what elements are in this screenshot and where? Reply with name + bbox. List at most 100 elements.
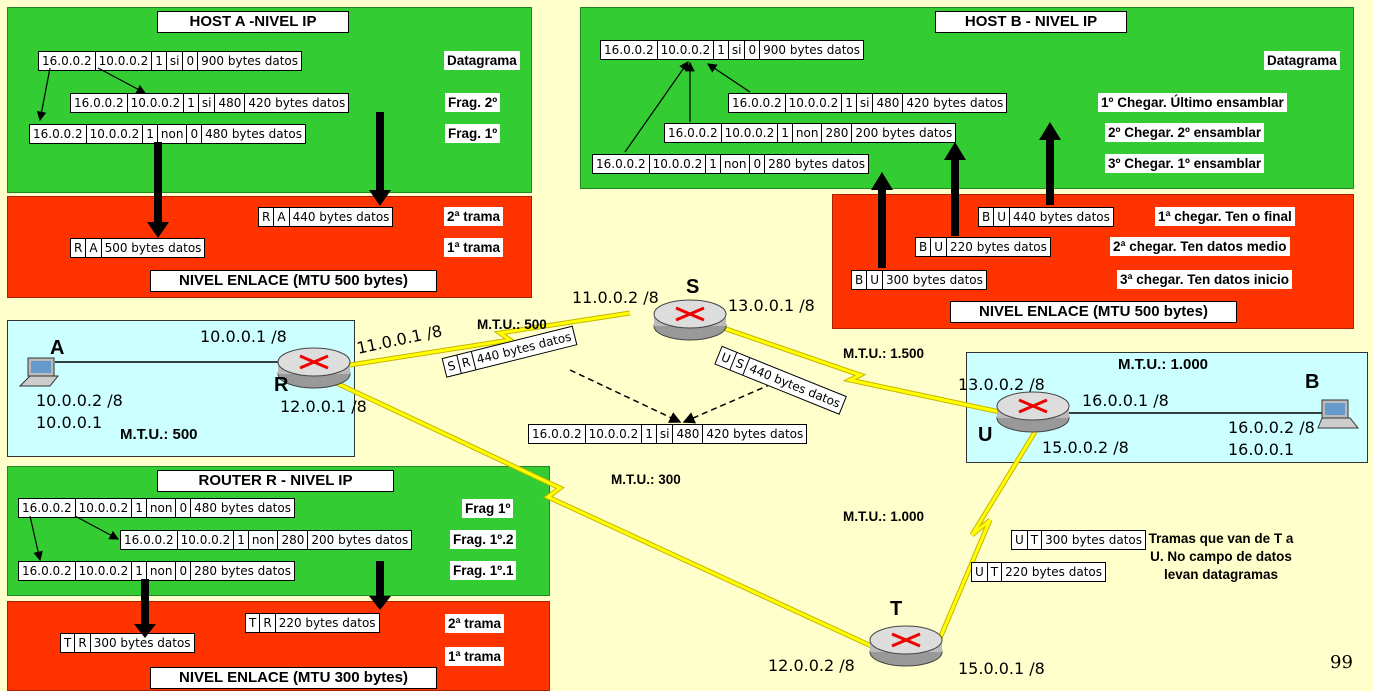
field: B	[982, 210, 991, 224]
field: 16.0.0.2	[732, 96, 782, 110]
field: 300 bytes datos	[882, 271, 986, 289]
host-a-label-frame2: 2ª trama	[444, 207, 504, 226]
field: 0	[175, 562, 190, 580]
field: 1	[841, 94, 856, 112]
host-a-label-frag2: Frag. 2º	[445, 93, 501, 112]
host-a-title: HOST A -NIVEL IP	[157, 11, 349, 33]
field: 280	[277, 531, 307, 549]
field: 16.0.0.2	[33, 127, 83, 141]
field: B	[855, 273, 864, 287]
router-r-label-frag12: Frag. 1º.2	[450, 530, 517, 549]
field: non	[156, 125, 187, 143]
host-b-label-1: 1º Chegar. Último ensamblar	[1098, 93, 1287, 112]
field: 10.0.0.2	[720, 124, 778, 142]
field: 10.0.0.2	[94, 52, 152, 70]
ip-u-lan: 16.0.0.1 /8	[1082, 391, 1169, 410]
field: U	[930, 238, 946, 256]
ip-u-down: 15.0.0.2 /8	[1042, 438, 1129, 457]
laptop-a-icon	[18, 357, 60, 387]
mtu-net-a: M.T.U.: 500	[120, 426, 198, 443]
field: 10.0.0.2	[656, 41, 714, 59]
field: 480	[672, 425, 702, 443]
field: R	[262, 210, 271, 224]
field: 16.0.0.2	[124, 533, 174, 547]
field: 200 bytes datos	[307, 531, 411, 549]
field: 280	[821, 124, 851, 142]
field: 10.0.0.2	[784, 94, 842, 112]
field: non	[719, 155, 750, 173]
field: 220 bytes datos	[946, 238, 1050, 256]
field: si	[165, 52, 183, 70]
field: 220 bytes datos	[1001, 563, 1105, 581]
router-s-icon	[653, 299, 727, 341]
field: 480 bytes datos	[190, 499, 294, 517]
field: 500 bytes datos	[100, 239, 205, 257]
field: 420 bytes datos	[244, 94, 348, 112]
mtu-s-u: M.T.U.: 1.500	[843, 346, 925, 361]
router-r-link-title: NIVEL ENLACE (MTU 300 bytes)	[150, 667, 437, 689]
field: si	[855, 94, 873, 112]
ip-s-right: 13.0.0.1 /8	[728, 296, 815, 315]
field: 10.0.0.2	[74, 562, 132, 580]
ip-r-down: 12.0.0.1 /8	[280, 397, 367, 416]
field: 220 bytes datos	[274, 614, 379, 632]
field: A	[85, 239, 100, 257]
ip-u-left: 13.0.0.2 /8	[958, 375, 1045, 394]
field: 10.0.0.2	[74, 499, 132, 517]
field: T	[1026, 531, 1041, 549]
host-b-link-title: NIVEL ENLACE (MTU 500 bytes)	[950, 301, 1237, 323]
field: 0	[749, 155, 764, 173]
mtu-r-t: M.T.U.: 300	[611, 472, 681, 487]
router-r-title: ROUTER R - NIVEL IP	[157, 470, 394, 492]
field: si	[197, 94, 215, 112]
field: T	[986, 563, 1001, 581]
field: 16.0.0.2	[22, 501, 72, 515]
field: 440 bytes datos	[1009, 208, 1113, 226]
field: 1	[131, 562, 146, 580]
field: 10.0.0.2	[584, 425, 642, 443]
field: A	[273, 208, 288, 226]
field: B	[919, 240, 928, 254]
router-r-arrow-1	[29, 515, 43, 562]
field: 280 bytes datos	[190, 562, 294, 580]
host-a-label: A	[50, 337, 65, 359]
field: non	[145, 562, 176, 580]
host-b-label-2: 2º Chegar. 2º ensamblar	[1105, 123, 1265, 142]
field: U	[993, 208, 1009, 226]
field: 440 bytes datos	[288, 208, 393, 226]
field: 420 bytes datos	[702, 425, 806, 443]
field: 10.0.0.2	[126, 94, 184, 112]
field: 480 bytes datos	[201, 125, 305, 143]
mtu-r-s: M.T.U.: 500	[477, 317, 547, 332]
field: 1	[151, 52, 166, 70]
field: 0	[744, 41, 759, 59]
field: 0	[186, 125, 201, 143]
ip-a: 10.0.0.2 /8	[36, 391, 123, 410]
field: 10.0.0.2	[85, 125, 143, 143]
host-b-arrow-3	[707, 63, 751, 93]
router-t-icon	[869, 625, 943, 667]
ip-b: 16.0.0.2 /8	[1228, 418, 1315, 437]
field: 1	[777, 124, 792, 142]
field: 300 bytes datos	[1041, 531, 1145, 549]
field: T	[64, 636, 72, 650]
ip-t-left: 12.0.0.2 /8	[768, 656, 855, 675]
field: 480	[872, 94, 902, 112]
field: 1	[641, 425, 656, 443]
field: 280 bytes datos	[764, 155, 868, 173]
host-b-arrow-1	[624, 61, 689, 153]
router-r-label-frag1: Frag 1º	[462, 499, 514, 518]
mtu-net-b: M.T.U.: 1.000	[1118, 356, 1209, 373]
field: 16.0.0.2	[596, 157, 646, 171]
